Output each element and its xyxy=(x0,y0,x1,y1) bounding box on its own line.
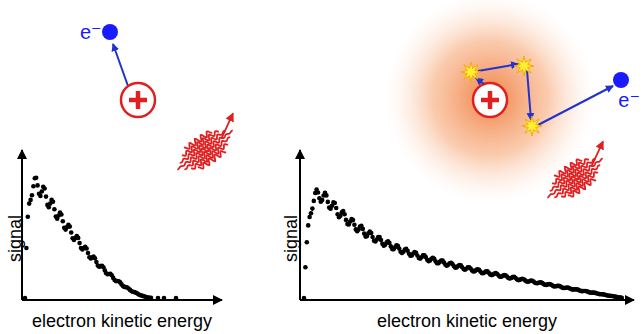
axis-label: electron kinetic energy xyxy=(32,312,212,330)
emission-arrow xyxy=(113,44,128,86)
plot-axes xyxy=(22,150,634,300)
electron-label: e⁻ xyxy=(80,22,102,42)
spectrum-data xyxy=(23,176,624,301)
laser-pulse xyxy=(169,113,620,210)
collision-stars xyxy=(461,56,542,136)
electron-label: e⁻ xyxy=(618,90,640,110)
axis-label: electron kinetic energy xyxy=(377,312,557,330)
electron xyxy=(613,72,629,88)
ion xyxy=(473,83,507,117)
ion xyxy=(121,83,155,117)
electron xyxy=(102,24,118,40)
axis-label: signal xyxy=(282,215,300,262)
scattering-path xyxy=(476,64,613,125)
axis-label: signal xyxy=(6,215,24,262)
plasma-glow xyxy=(385,0,595,203)
